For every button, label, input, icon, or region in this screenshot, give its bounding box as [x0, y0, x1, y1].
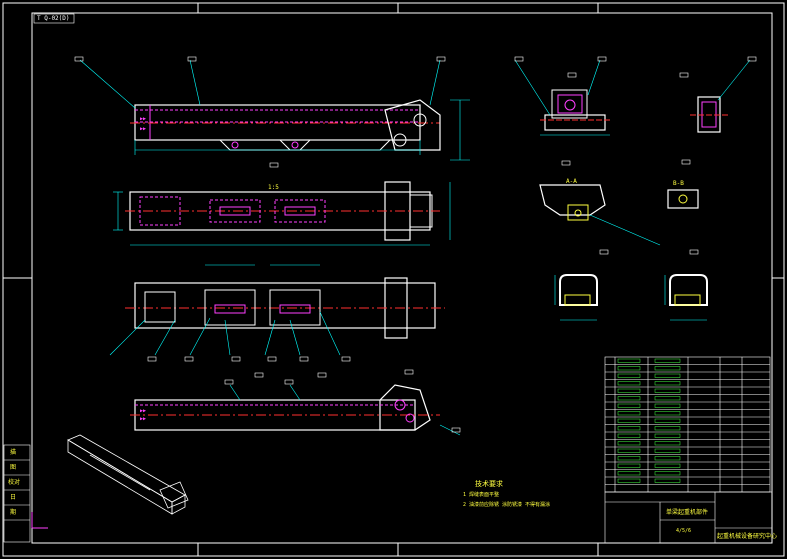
table-cell-mark — [617, 448, 641, 453]
table-cell-mark — [617, 456, 641, 461]
title-block-number: 4/5/6 — [676, 528, 692, 534]
section-a-view — [554, 274, 598, 321]
part-tag — [254, 372, 264, 378]
table-cell-mark — [617, 426, 641, 431]
part-tag — [747, 56, 757, 62]
corner-code-box — [33, 13, 75, 24]
ucs-axis-icon — [31, 512, 48, 529]
table-cell-mark — [654, 456, 681, 461]
table-cell-mark — [654, 358, 681, 363]
section-a-label: A-A — [566, 178, 577, 185]
table-cell-mark — [617, 403, 641, 408]
table-cell-mark — [654, 381, 681, 386]
left-strip-3: 校对 — [8, 479, 21, 486]
part-tag — [679, 72, 689, 78]
table-cell-mark — [617, 418, 641, 423]
table-cell-mark — [617, 366, 641, 371]
part-tag — [184, 356, 194, 362]
part-tag — [404, 369, 414, 375]
tech-req-line-2: 2 油漆前应除锈 涂防锈漆 不得有漏涂 — [463, 502, 551, 508]
title-block-name: 单梁起重机部件 — [666, 509, 709, 516]
left-strip-2: 图 — [10, 464, 17, 471]
left-revision-strip — [3, 444, 31, 543]
parts-list-table — [604, 356, 771, 493]
part-tag — [681, 159, 691, 165]
table-cell-mark — [617, 396, 641, 401]
part-tag — [689, 249, 699, 255]
table-cell-mark — [654, 388, 681, 393]
tech-req-line-1: 1 焊缝表面平整 — [463, 492, 500, 498]
part-tag — [224, 379, 234, 385]
part-tag — [267, 356, 277, 362]
corner-code: T Q-02(D) — [37, 15, 70, 22]
side-elevation-view: ▶▶ ▶▶ — [79, 59, 470, 161]
section-detail-2 — [667, 189, 699, 209]
lower-elevation-view: ▶▶ ▶▶ — [130, 384, 461, 436]
table-cell-mark — [654, 396, 681, 401]
part-tag — [597, 56, 607, 62]
table-cell-mark — [617, 411, 641, 416]
table-cell-mark — [654, 373, 681, 378]
side-detail — [690, 59, 751, 133]
table-cell-mark — [654, 411, 681, 416]
title-block — [604, 491, 773, 544]
bottom-plan-view — [109, 264, 445, 356]
table-cell-mark — [617, 388, 641, 393]
table-cell-mark — [654, 441, 681, 446]
table-cell-mark — [617, 463, 641, 468]
svg-text:▶▶: ▶▶ — [140, 416, 146, 422]
table-cell-mark — [654, 448, 681, 453]
scale-label: 1:5 — [268, 184, 279, 191]
table-cell-mark — [617, 433, 641, 438]
top-plan-view — [113, 181, 451, 246]
table-cell-mark — [617, 471, 641, 476]
left-strip-5: 期 — [10, 509, 17, 516]
table-cell-mark — [617, 373, 641, 378]
svg-text:▶▶: ▶▶ — [140, 408, 146, 414]
section-detail-1 — [539, 184, 661, 246]
part-tag — [341, 356, 351, 362]
end-view-detail — [514, 59, 610, 136]
part-tag — [147, 356, 157, 362]
part-tag — [514, 56, 524, 62]
border-ticks — [3, 3, 784, 556]
part-tag — [599, 249, 609, 255]
part-tag — [231, 356, 241, 362]
part-tag — [436, 56, 446, 62]
table-cell-mark — [654, 418, 681, 423]
table-cell-mark — [617, 381, 641, 386]
part-tag — [74, 56, 84, 62]
table-cell-mark — [654, 426, 681, 431]
table-cell-mark — [654, 478, 681, 483]
svg-text:▶▶: ▶▶ — [140, 126, 146, 132]
table-cell-mark — [654, 471, 681, 476]
section-b-view — [664, 274, 708, 321]
title-block-org: 起重机械设备研究中心 — [717, 533, 778, 540]
svg-text:▶▶: ▶▶ — [140, 116, 146, 122]
left-strip-1: 描 — [10, 449, 17, 456]
part-tag — [317, 372, 327, 378]
part-tag — [451, 427, 461, 433]
table-cell-mark — [617, 358, 641, 363]
part-tag — [299, 356, 309, 362]
table-cell-mark — [654, 366, 681, 371]
section-b-label: B-B — [673, 180, 684, 187]
table-cell-mark — [617, 441, 641, 446]
table-cell-mark — [654, 403, 681, 408]
left-strip-4: 日 — [10, 494, 17, 501]
part-tag — [284, 379, 294, 385]
table-cell-mark — [654, 433, 681, 438]
part-tag — [567, 72, 577, 78]
part-tag — [187, 56, 197, 62]
part-tag — [269, 162, 279, 168]
isometric-view — [67, 434, 189, 515]
part-tag — [561, 160, 571, 166]
tech-req-title: 技术要求 — [475, 480, 503, 488]
table-cell-mark — [654, 463, 681, 468]
table-cell-mark — [617, 478, 641, 483]
